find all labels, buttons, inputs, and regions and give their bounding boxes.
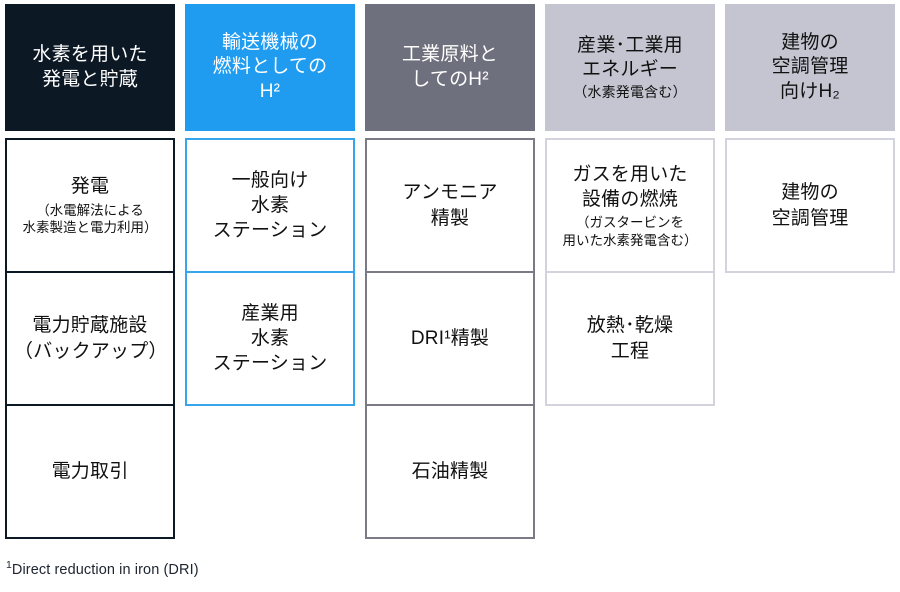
cell-label-line1: アンモニア	[402, 182, 498, 204]
cell-public-hydrogen-station[interactable]: 一般向け 水素 ステーション	[185, 138, 355, 273]
cell-heat-release-drying-process[interactable]: 放熱･乾燥 工程	[545, 271, 715, 406]
column-header-industrial-energy: 産業･工業用 エネルギー （水素発電含む）	[545, 4, 715, 131]
column-header-building-hvac-h2: 建物の 空調管理 向けH₂	[725, 4, 895, 131]
column-header-power-generation-storage: 水素を用いた 発電と貯蔵	[5, 4, 175, 131]
footnote-marker: 1	[6, 560, 12, 572]
column-header-line1: 産業･工業用	[577, 34, 683, 56]
column-power-generation-storage: 水素を用いた 発電と貯蔵 発電 （水電解法による 水素製造と電力利用） 電力貯蔵…	[0, 0, 180, 539]
column-industrial-feedstock-h2: 工業原料と してのH² アンモニア 精製 DRI¹精製 石油精製	[360, 0, 540, 539]
cell-label-line1: 一般向け	[231, 169, 309, 191]
column-header-line1: 輸送機械の	[221, 32, 318, 54]
column-header-line1: 工業原料と	[401, 44, 498, 66]
cell-note: （ガスタービンを 用いた水素発電含む）	[563, 214, 698, 249]
column-header-line2: 燃料としての	[212, 56, 328, 78]
column-header-line3: H²	[259, 80, 281, 102]
column-building-hvac-h2: 建物の 空調管理 向けH₂ 建物の 空調管理	[720, 0, 900, 273]
hydrogen-use-case-diagram: 水素を用いた 発電と貯蔵 発電 （水電解法による 水素製造と電力利用） 電力貯蔵…	[0, 0, 900, 539]
column-cells-industrial-energy: ガスを用いた 設備の燃焼 （ガスタービンを 用いた水素発電含む） 放熱･乾燥 工…	[545, 138, 715, 406]
cell-label-line1: 建物の	[781, 182, 839, 204]
cell-note-line1: （ガスタービンを	[576, 215, 684, 231]
cell-label: DRI¹精製	[410, 327, 490, 349]
column-industrial-energy: 産業･工業用 エネルギー （水素発電含む） ガスを用いた 設備の燃焼 （ガスター…	[540, 0, 720, 406]
column-header-line1: 水素を用いた	[32, 44, 148, 66]
column-header-line3: 向けH₂	[780, 80, 840, 102]
column-header-line2: 空調管理	[771, 56, 849, 78]
footnote-text: Direct reduction in iron (DRI)	[11, 562, 199, 578]
column-cells-industrial-feedstock-h2: アンモニア 精製 DRI¹精製 石油精製	[365, 138, 535, 539]
column-header-transport-fuel-h2: 輸送機械の 燃料としての H²	[185, 4, 355, 131]
column-header-line1: 建物の	[781, 32, 839, 54]
cell-label-line2: 工程	[610, 340, 650, 362]
cell-power-storage-facility[interactable]: 電力貯蔵施設 （バックアップ）	[5, 271, 175, 406]
cell-label-line1: ガスを用いた	[572, 163, 688, 185]
cell-power-generation[interactable]: 発電 （水電解法による 水素製造と電力利用）	[5, 138, 175, 273]
cell-power-trading[interactable]: 電力取引	[5, 404, 175, 539]
cell-building-hvac[interactable]: 建物の 空調管理	[725, 138, 895, 273]
cell-label-line3: ステーション	[212, 220, 328, 242]
cell-dri-refining[interactable]: DRI¹精製	[365, 271, 535, 406]
cell-note-line2: 用いた水素発電含む）	[562, 232, 698, 248]
cell-ammonia-refining[interactable]: アンモニア 精製	[365, 138, 535, 273]
cell-label-line3: ステーション	[212, 353, 328, 375]
column-header-line2: エネルギー	[581, 58, 678, 80]
column-cells-building-hvac-h2: 建物の 空調管理	[725, 138, 895, 273]
cell-label-line1: 放熱･乾燥	[586, 315, 674, 337]
footnote: 1Direct reduction in iron (DRI)	[6, 560, 199, 578]
cell-label-line2: 空調管理	[771, 207, 849, 229]
cell-label: 石油精製	[411, 460, 489, 482]
column-transport-fuel-h2: 輸送機械の 燃料としての H² 一般向け 水素 ステーション 産業用 水素 ステ…	[180, 0, 360, 406]
cell-label-line2: 精製	[430, 207, 470, 229]
cell-label: 電力取引	[51, 460, 129, 482]
cell-label-line2: 水素	[250, 327, 290, 349]
cell-label-line2: （バックアップ）	[14, 340, 168, 362]
column-header-industrial-feedstock-h2: 工業原料と してのH²	[365, 4, 535, 131]
column-header-line2: 発電と貯蔵	[41, 68, 138, 90]
cell-note-line2: 水素製造と電力利用）	[22, 220, 158, 236]
cell-note: （水電解法による 水素製造と電力利用）	[23, 202, 158, 237]
column-header-sub: （水素発電含む）	[573, 84, 687, 101]
cell-label-line1: 電力貯蔵施設	[32, 315, 148, 337]
cell-label-line2: 水素	[250, 194, 290, 216]
column-header-line2: してのH²	[411, 68, 489, 90]
cell-note-line1: （水電解法による	[36, 202, 144, 218]
cell-label-line1: 産業用	[241, 302, 299, 324]
cell-oil-refining[interactable]: 石油精製	[365, 404, 535, 539]
cell-label: 発電	[70, 176, 110, 198]
column-cells-power-generation-storage: 発電 （水電解法による 水素製造と電力利用） 電力貯蔵施設 （バックアップ） 電…	[5, 138, 175, 539]
cell-gas-equipment-combustion[interactable]: ガスを用いた 設備の燃焼 （ガスタービンを 用いた水素発電含む）	[545, 138, 715, 273]
cell-label-line2: 設備の燃焼	[581, 188, 678, 210]
cell-industrial-hydrogen-station[interactable]: 産業用 水素 ステーション	[185, 271, 355, 406]
column-cells-transport-fuel-h2: 一般向け 水素 ステーション 産業用 水素 ステーション	[185, 138, 355, 406]
